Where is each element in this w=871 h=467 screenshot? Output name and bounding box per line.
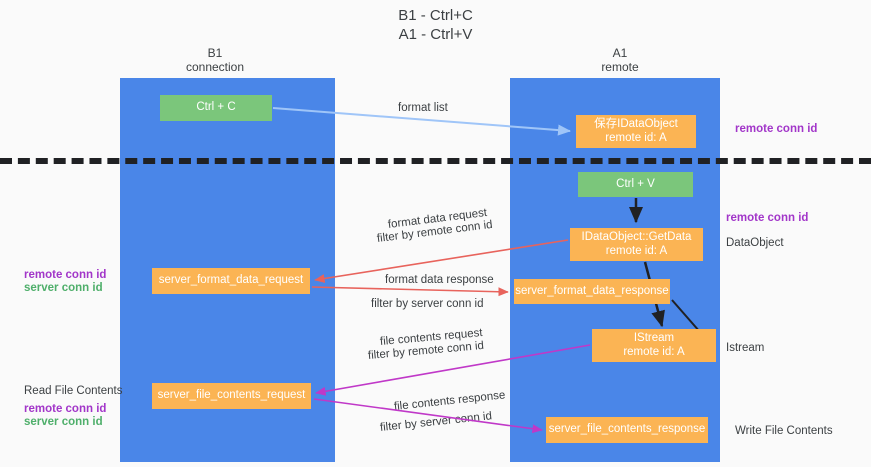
node-idataobject-getdata[interactable]: IDataObject::GetData remote id: A (570, 228, 703, 261)
node-server-file-contents-request[interactable]: server_file_contents_request (152, 383, 311, 409)
node-server-format-data-response[interactable]: server_format_data_response (514, 279, 670, 304)
edge-label-format-data-response-filter: filter by server conn id (371, 297, 484, 311)
filter-by-text: filter by (371, 298, 412, 310)
server-conn-id-text: server conn id (411, 298, 484, 310)
column-header-b1: B1 connection (185, 46, 245, 74)
edge-format-data-response (311, 286, 509, 297)
node-ctrl-v[interactable]: Ctrl + V (578, 172, 693, 197)
edge-format-data-request (314, 239, 569, 283)
node-istream[interactable]: IStream remote id: A (592, 329, 716, 362)
edge-label-format-data-response: format data response (385, 274, 494, 286)
edge-label-format-list: format list (398, 102, 448, 114)
edge-file-contents-response (313, 398, 543, 434)
node-server-format-data-request[interactable]: server_format_data_request (152, 268, 310, 294)
annotation-left-server-conn-id-1: server conn id (24, 282, 103, 294)
annotation-left-remote-conn-id-1: remote conn id (24, 269, 107, 281)
node-dataobject[interactable]: 保存IDataObject remote id: A (576, 115, 696, 148)
section-divider (0, 158, 871, 164)
annotation-left-remote-conn-id-2: remote conn id (24, 403, 107, 415)
page-title: B1 - Ctrl+C A1 - Ctrl+V (398, 7, 473, 43)
annotation-write-file-contents: Write File Contents (735, 425, 833, 437)
edge-sfdresponse-istream (671, 299, 701, 333)
annotation-left-server-conn-id-2: server conn id (24, 416, 103, 428)
annotation-remote-conn-id-top: remote conn id (735, 123, 818, 135)
annotation-read-file-contents: Read File Contents (24, 385, 123, 397)
annotation-dataobject: DataObject (726, 237, 784, 249)
edge-file-contents-request (315, 344, 591, 396)
node-server-file-contents-response[interactable]: server_file_contents_response (546, 417, 708, 443)
annotation-remote-conn-id-mid: remote conn id (726, 212, 809, 224)
annotation-istream: Istream (726, 342, 765, 354)
edge-format-list (272, 107, 571, 136)
node-ctrl-c[interactable]: Ctrl + C (160, 95, 272, 121)
column-header-a1: A1 remote (601, 46, 639, 74)
